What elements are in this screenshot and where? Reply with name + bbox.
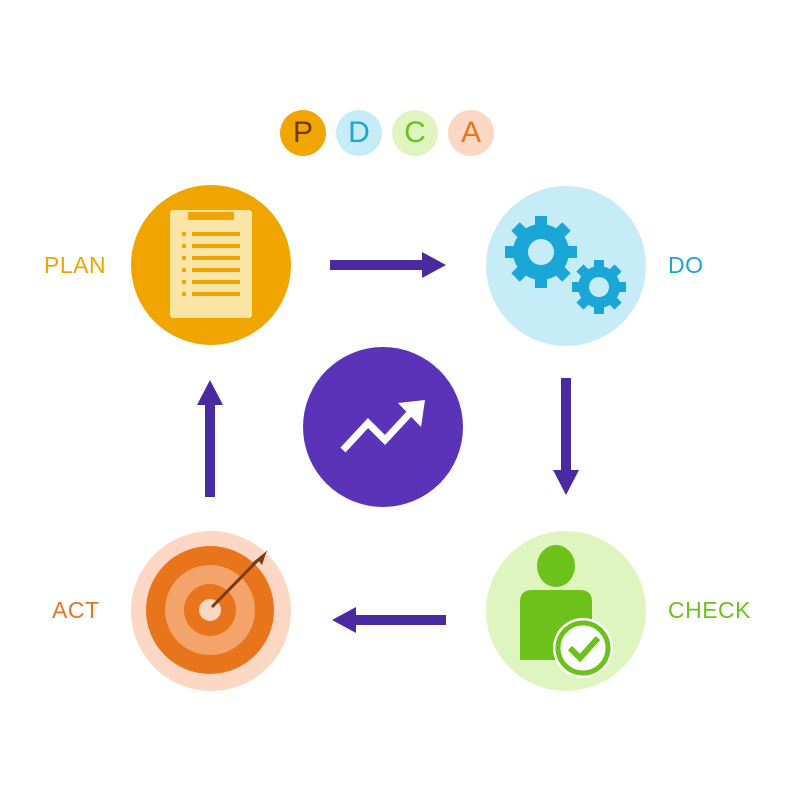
arrow-do-to-check xyxy=(553,378,579,495)
badge-c: C xyxy=(392,110,438,156)
target-icon xyxy=(146,546,274,674)
act-label: ACT xyxy=(52,597,100,623)
arrow-check-to-act xyxy=(332,607,446,633)
person-check-icon xyxy=(520,545,613,678)
check-node xyxy=(486,531,646,691)
badge-letter: D xyxy=(348,116,370,149)
badge-letter: A xyxy=(460,116,481,149)
trend-up-icon xyxy=(340,400,425,453)
do-label: DO xyxy=(668,252,704,278)
plan-label: PLAN xyxy=(44,252,107,278)
arrow-act-to-plan xyxy=(197,380,223,497)
arrow-plan-to-do xyxy=(330,252,446,278)
badge-letter: C xyxy=(404,116,426,149)
clipboard-icon xyxy=(170,210,252,318)
plan-node xyxy=(131,185,291,345)
badge-d: D xyxy=(336,110,382,156)
check-label: CHECK xyxy=(668,597,752,623)
act-node xyxy=(131,531,291,691)
badge-letter: P xyxy=(292,116,313,149)
badge-p: P xyxy=(280,110,326,156)
center-node xyxy=(303,347,463,507)
do-node xyxy=(486,186,646,346)
badge-a: A xyxy=(448,110,494,156)
